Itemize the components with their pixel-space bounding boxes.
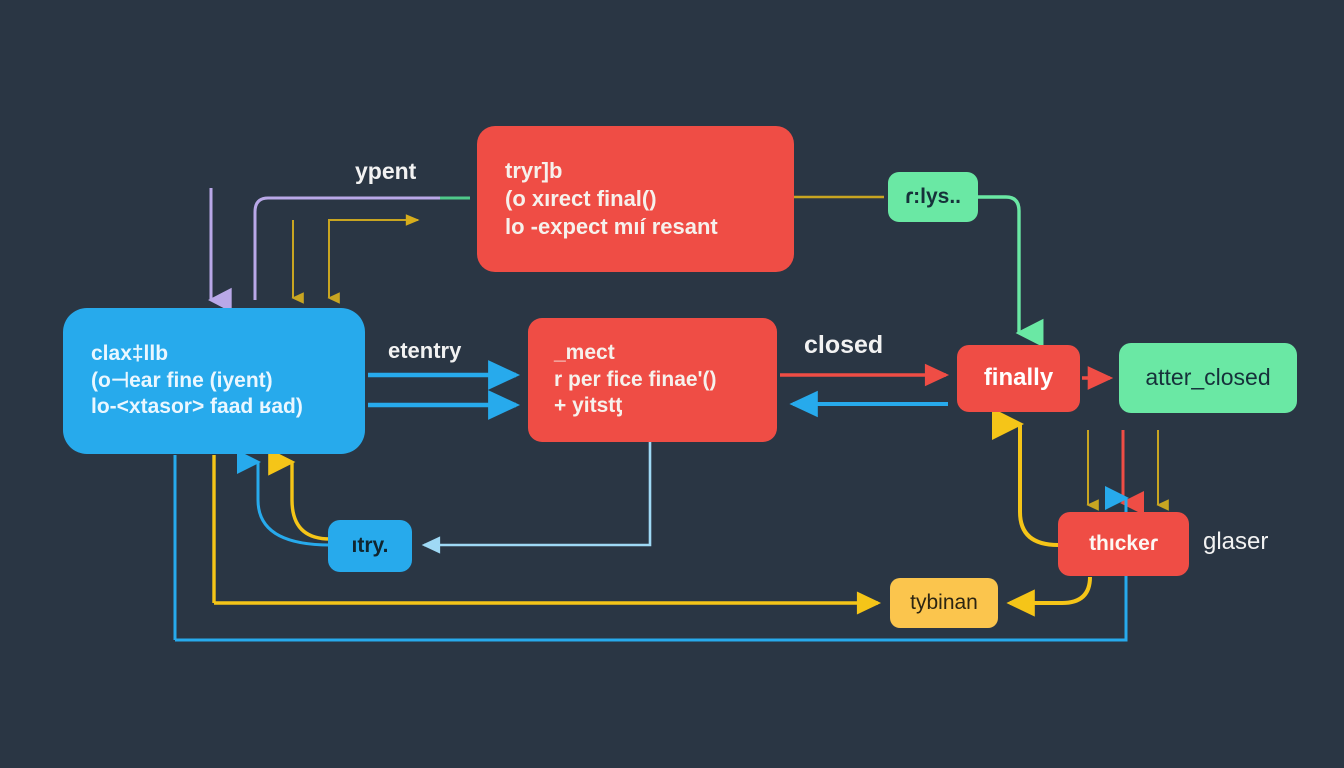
node-atter-closed-label: atter_closed <box>1145 364 1271 391</box>
edge-yellow-thicker-tybinan <box>1006 576 1092 617</box>
node-classllb[interactable]: clax‡llb (o⊣ear fine (iyent) lo-<xtasor>… <box>63 308 365 454</box>
node-trylb[interactable]: tryr]b (o xırect final() lo -expect mıí … <box>477 126 794 272</box>
node-mect-label: _mect r per fice finaeʹ() + yitstƫ <box>554 340 717 418</box>
edge-yellow-thicker-finally <box>992 408 1059 547</box>
edge-purple-elbow <box>253 196 459 300</box>
edge-label-ypent: ypent <box>355 158 417 184</box>
edge-label-closed: closed <box>804 331 884 359</box>
node-rlys-label: ɾ:lys.. <box>904 184 962 208</box>
edge-blue-try-class <box>237 450 331 547</box>
node-tybinan[interactable]: tybinan <box>890 578 998 628</box>
node-finally[interactable]: finally <box>957 345 1080 412</box>
edge-white-mect-try <box>421 442 652 554</box>
node-classllb-label: clax‡llb (o⊣ear fine (iyent) lo-<xtasor>… <box>91 341 303 419</box>
node-atter-closed[interactable]: atter_closed <box>1119 343 1297 413</box>
edge-label-glaser: glaser <box>1203 528 1269 555</box>
node-tybinan-label: tybinan <box>910 590 978 614</box>
edge-label-etentry: etentry <box>388 338 462 363</box>
node-finally-label: finally <box>983 364 1054 392</box>
edge-yellow-try-class <box>268 448 331 541</box>
node-thicker[interactable]: thıckeɾ <box>1058 512 1189 576</box>
node-try[interactable]: ıtry. <box>328 520 412 572</box>
edge-green-rlys-finally <box>978 195 1044 348</box>
edge-gold-elbow-right <box>328 214 420 298</box>
node-mect[interactable]: _mect r per fice finaeʹ() + yitstƫ <box>528 318 777 442</box>
node-rlys[interactable]: ɾ:lys.. <box>888 172 978 222</box>
node-try-label: ıtry. <box>351 533 389 557</box>
node-thicker-label: thıckeɾ <box>1089 531 1158 555</box>
node-trylb-label: tryr]b (o xırect final() lo -expect mıí … <box>505 157 718 240</box>
